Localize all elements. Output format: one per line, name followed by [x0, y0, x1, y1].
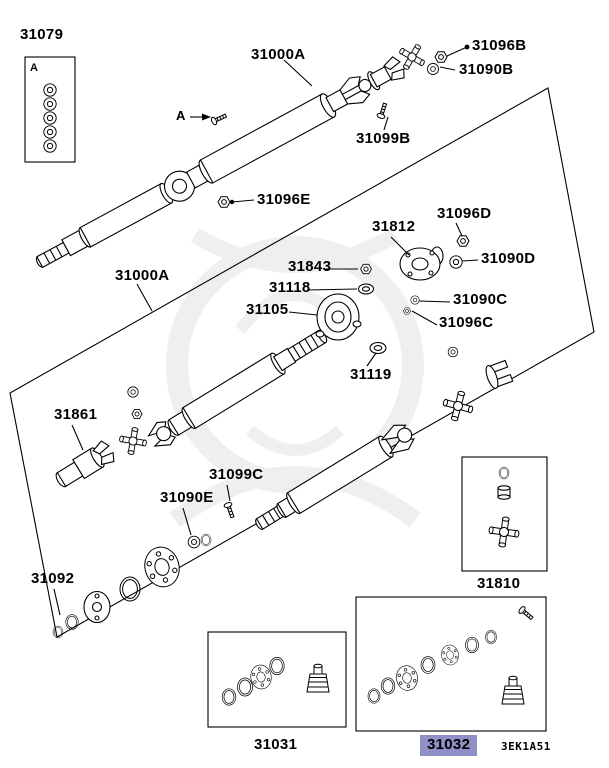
part-label-31000A-mid[interactable]: 31000A [115, 267, 170, 284]
part-label-31096E[interactable]: 31096E [257, 191, 311, 208]
box79-washer-1 [43, 83, 57, 97]
part-label-31096B[interactable]: 31096B [472, 37, 527, 54]
part-label-31090D[interactable]: 31090D [481, 250, 536, 267]
washer-31090E [187, 535, 201, 549]
view-arrow-a-label: A [176, 108, 186, 123]
box10-bearing-cap [497, 485, 511, 500]
part-label-31096D[interactable]: 31096D [437, 205, 492, 222]
part-label-31090E[interactable]: 31090E [160, 489, 214, 506]
sliding-yoke-31861 [55, 440, 115, 488]
nut-31096C [403, 307, 411, 315]
bolt-31099C [222, 501, 237, 520]
box79-washer-2 [43, 97, 57, 111]
lower-propeller-shaft [255, 424, 415, 530]
part-label-31099B[interactable]: 31099B [356, 130, 411, 147]
small-ring-31092-a [65, 614, 79, 630]
inset-box-a-label: A [30, 62, 38, 74]
part-label-31843[interactable]: 31843 [288, 258, 332, 275]
cv-ring [119, 576, 141, 602]
lower-ujoint [439, 387, 477, 425]
bolt-31099B [376, 101, 390, 120]
washer-31090B [427, 63, 439, 75]
washer-31090C [410, 295, 420, 305]
part-label-31118[interactable]: 31118 [269, 279, 311, 296]
part-label-31090B[interactable]: 31090B [459, 61, 514, 78]
part-label-31096C[interactable]: 31096C [439, 314, 494, 331]
plate-code: 3EK1A51 [501, 740, 551, 753]
part-label-31810[interactable]: 31810 [477, 575, 521, 592]
inset-box-31810 [461, 456, 548, 572]
washer-mid-left [127, 386, 139, 398]
nut-31096B [434, 51, 448, 63]
nut-31843 [360, 263, 372, 275]
upper-shaft-ujoint [393, 38, 431, 76]
part-label-31861[interactable]: 31861 [54, 406, 98, 423]
center-bearing-31105 [315, 293, 362, 341]
box79-washer-3 [43, 111, 57, 125]
nut-31096E [217, 196, 231, 208]
diagram-panel-outline [9, 87, 595, 638]
part-label-31079[interactable]: 31079 [20, 26, 64, 43]
part-label-31090C[interactable]: 31090C [453, 291, 508, 308]
washer-31118 [357, 283, 375, 295]
part-label-31119[interactable]: 31119 [350, 366, 392, 383]
part-label-31031[interactable]: 31031 [254, 736, 298, 753]
bolt-a [209, 111, 228, 127]
part-label-31105[interactable]: 31105 [246, 301, 289, 318]
washer-31090D [449, 255, 463, 269]
nut-31096D [456, 235, 470, 247]
watermark [166, 228, 424, 528]
washer-31119 [369, 341, 387, 355]
box79-washer-4 [43, 125, 57, 139]
box79-washer-5 [43, 139, 57, 153]
nut-mid-left [131, 409, 143, 419]
part-label-31000A-top[interactable]: 31000A [251, 46, 306, 63]
cv-disc-large [139, 542, 185, 592]
lower-flange-yoke [485, 359, 514, 389]
cv-disc-small [83, 590, 111, 624]
part-label-31099C[interactable]: 31099C [209, 466, 264, 483]
part-label-31092[interactable]: 31092 [31, 570, 75, 587]
ujoint-31861-area [116, 424, 150, 458]
upper-propeller-shaft [35, 56, 405, 269]
leader-lines [53, 44, 479, 616]
snap-ring [200, 533, 212, 547]
part-label-31812[interactable]: 31812 [372, 218, 416, 235]
washer-lower-right [447, 346, 459, 358]
part-label-31032-selected[interactable]: 31032 [420, 735, 478, 756]
flange-31812 [399, 246, 444, 281]
